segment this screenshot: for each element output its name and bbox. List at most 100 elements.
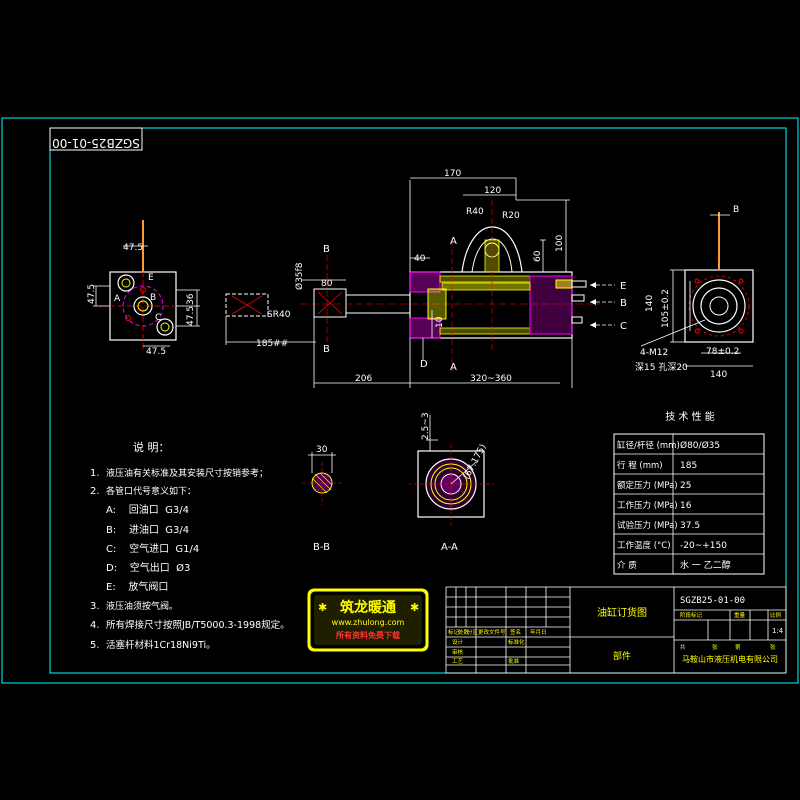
zhulong-logo: ✱ ✱ 筑龙暖通 www.zhulong.com 所有资料免费下载 [307, 588, 429, 652]
tech-label-3: 工作压力 (MPa) [617, 500, 678, 511]
dim-320-360: 320~360 [470, 374, 512, 384]
tech-label-5: 工作温度 (°C) [617, 540, 671, 551]
tech-value-3: 16 [680, 501, 692, 511]
tb-cell-7: 标准化 [508, 638, 525, 646]
port-label-a-left: A [114, 294, 121, 304]
dim-185: 185## [256, 339, 288, 349]
tb-company: 马鞍山市液压机电有限公司 [682, 654, 778, 664]
tb-drawing-number: SGZB25-01-00 [680, 596, 745, 606]
tb-cell-11: 阶段标记 [680, 611, 703, 619]
tech-label-1: 行 程 (mm) [617, 460, 663, 471]
tb-cell-14: 共 [680, 643, 686, 651]
dim-78: 78±0.2 [706, 347, 739, 357]
port-label-b-left: B [150, 293, 156, 303]
note-num-0: 1. [90, 468, 100, 479]
right-b-marker: B [733, 205, 739, 215]
tb-cell-13: 比例 [770, 611, 782, 619]
notes-block: 说 明： 1. 液压油有关标准及其安装尺寸按销参考； 2. 各管口代号意义如下：… [90, 440, 290, 651]
tb-cell-4: 签名 [510, 628, 521, 636]
note-text-3: B: 进油口 G3/4 [106, 523, 189, 536]
tb-cell-6: 设计 [452, 638, 464, 646]
tech-value-2: 25 [680, 481, 691, 491]
port-label-e: E [620, 281, 626, 292]
note-text-5: D: 空气出口 Ø3 [106, 561, 190, 574]
tech-label-0: 缸径/杆径 (mm) [617, 440, 680, 451]
dim-100: 100 [555, 235, 565, 252]
dim-170: 170 [444, 169, 461, 179]
dim-30: 30 [316, 445, 328, 455]
dim-36: 36 [186, 293, 196, 305]
logo-star-right: ✱ [410, 601, 419, 614]
tb-cell-0: 标记 [448, 628, 460, 636]
note-text-6: E: 放气阀口 [106, 580, 168, 593]
tb-cell-10: 批准 [508, 657, 520, 665]
dim-140-horz: 140 [710, 370, 727, 380]
dim-deep: 深15 孔深20 [635, 362, 688, 373]
dim-47-5-left: 47.5 [87, 284, 97, 304]
logo-tagline: 所有资料免费下载 [335, 630, 400, 640]
left-end-view [93, 220, 200, 350]
port-label-c: C [620, 321, 627, 332]
dim-140-vert: 140 [645, 295, 655, 312]
view-label-aa: A-A [441, 542, 458, 553]
tb-part-name: 部件 [613, 650, 631, 662]
port-arrows [590, 282, 615, 328]
rod-end [225, 255, 600, 388]
note-text-8: 所有焊接尺寸按照JB/T5000.3-1998规定。 [106, 619, 290, 631]
tech-value-0: Ø80/Ø35 [680, 440, 720, 451]
section-b-bottom: B [323, 344, 330, 355]
dim-4-m12: 4-M12 [640, 348, 668, 358]
tech-label-4: 试验压力 (MPa) [617, 520, 678, 531]
dim-47-5-right: 47.5 [186, 306, 196, 326]
tb-cell-1: 处数 [458, 628, 470, 636]
logo-star-left: ✱ [318, 601, 327, 614]
note-text-1: 各管口代号意义如下： [106, 485, 196, 497]
tb-cell-17: 张 [770, 643, 776, 651]
dim-105: 105±0.2 [661, 289, 671, 328]
tech-value-6: 水 一 乙二醇 [680, 559, 731, 571]
port-label-d: D [420, 359, 428, 370]
section-b-top: B [323, 244, 330, 255]
dim-r67: (67.175) [462, 443, 489, 482]
dim-206: 206 [355, 374, 372, 384]
note-text-7: 液压油须按气阀。 [106, 600, 178, 612]
port-label-b: B [620, 298, 627, 309]
logo-name: 筑龙暖通 [340, 599, 396, 616]
tech-value-5: -20~+150 [680, 541, 727, 551]
port-label-e-left: E [148, 273, 154, 283]
tech-label-2: 额定压力 (MPa) [617, 480, 678, 491]
tb-cell-3: 更改文件号 [478, 628, 506, 636]
note-num-8: 4. [90, 620, 100, 631]
tb-cell-8: 审核 [452, 648, 464, 656]
notes-title: 说 明： [133, 440, 170, 454]
tech-table: 技 术 性 能 缸径/杆径 (mm) Ø80/Ø35 行 程 (mm) 185 … [613, 410, 765, 575]
tech-table-title: 技 术 性 能 [665, 410, 715, 423]
note-text-4: C: 空气进口 G1/4 [106, 542, 199, 555]
dim-47-5-top: 47.5 [123, 243, 143, 253]
tb-scale: 1:4 [772, 627, 784, 635]
dim-60: 60 [533, 250, 543, 262]
dim-r40: R40 [466, 207, 484, 217]
title-block [445, 586, 787, 674]
tb-cell-15: 张 [712, 643, 718, 651]
logo-url: www.zhulong.com [332, 618, 405, 627]
tech-value-1: 185 [680, 461, 697, 471]
right-end-view [640, 212, 754, 367]
section-aa-view [408, 415, 494, 526]
tb-cell-5: 年月日 [530, 628, 547, 636]
dim-40: 40 [414, 254, 426, 264]
note-text-9: 活塞杆材料1Cr18Ni9Ti。 [106, 639, 216, 651]
section-bb-view [302, 452, 342, 505]
note-text-2: A: 回油口 G3/4 [106, 503, 189, 516]
dim-47-5-bottom: 47.5 [146, 347, 166, 357]
cylinder-body [409, 177, 587, 388]
dim-10: 10 [435, 316, 445, 328]
drawing-frame: SGZB25-01-00 [1, 117, 799, 684]
note-num-7: 3. [90, 601, 100, 612]
section-a-top: A [450, 236, 457, 247]
note-text-0: 液压油有关标准及其安装尺寸按销参考； [106, 467, 268, 479]
dim-sr40: SR40 [267, 310, 291, 320]
drawing-number-upside-down: SGZB25-01-00 [52, 136, 140, 150]
note-num-9: 5. [90, 640, 100, 651]
